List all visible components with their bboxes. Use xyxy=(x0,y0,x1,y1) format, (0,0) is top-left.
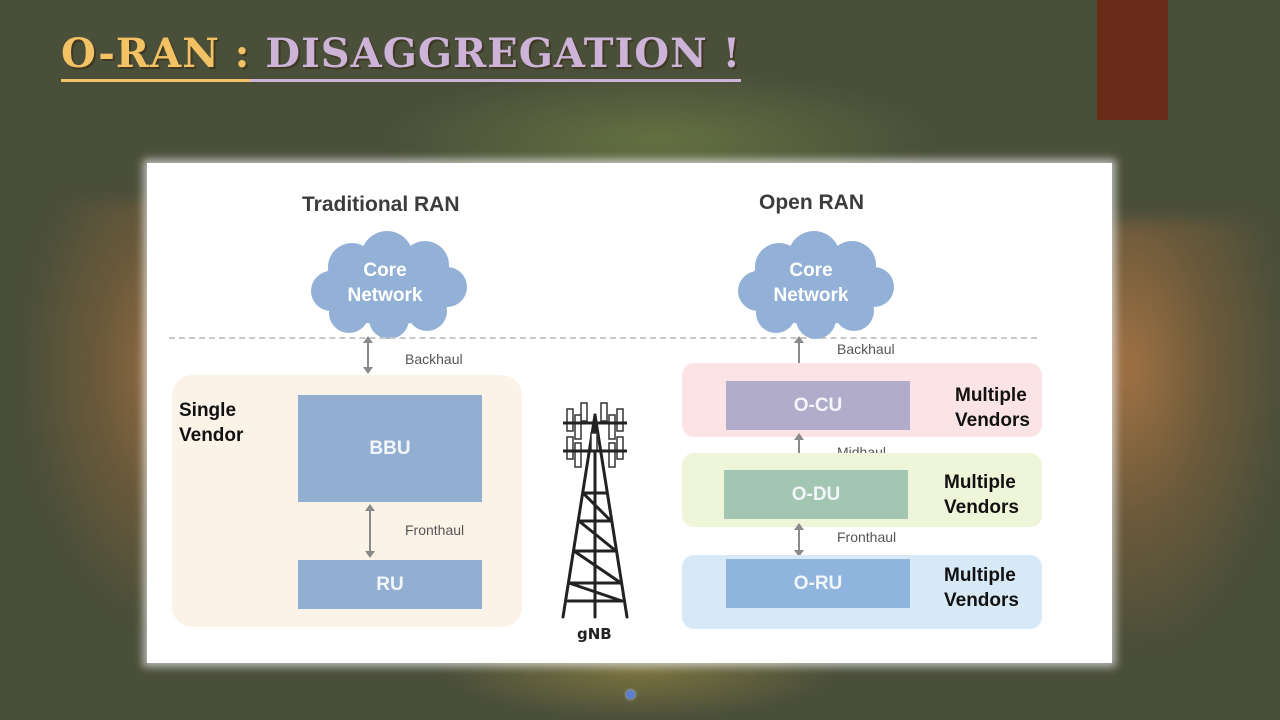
single-vendor-line2: Vendor xyxy=(179,425,244,446)
fronthaul-label: Fronthaul xyxy=(405,522,465,538)
o-cu-vendor-label: Multiple Vendors xyxy=(955,383,1030,433)
core-network-line1: Core xyxy=(363,260,407,281)
core-network-label: Core Network xyxy=(305,258,465,308)
vendor-line1: Multiple xyxy=(944,565,1016,586)
title-part-disaggregation: DISAGGREGATION ! xyxy=(250,30,742,82)
o-ru-block: O-RU xyxy=(726,559,910,608)
core-network-cloud-icon xyxy=(311,231,467,339)
fronthaul-label: Fronthaul xyxy=(837,529,897,545)
backhaul-label: Backhaul xyxy=(405,351,463,367)
single-vendor-label: Single Vendor xyxy=(179,398,243,448)
title-part-oran: O-RAN : xyxy=(61,30,251,82)
open-ran-heading: Open RAN xyxy=(759,191,864,214)
vendor-line1: Multiple xyxy=(955,385,1027,406)
vendor-line1: Multiple xyxy=(944,472,1016,493)
core-network-label: Core Network xyxy=(731,258,891,308)
mouse-cursor-icon xyxy=(626,690,635,699)
diagram-panel: Traditional RAN Core Network Backhaul Si… xyxy=(147,163,1112,663)
traditional-ran-heading: Traditional RAN xyxy=(302,193,460,216)
bbu-block: BBU xyxy=(298,395,482,502)
core-network-cloud-icon xyxy=(738,231,894,339)
backhaul-arrow-icon xyxy=(363,336,373,374)
core-network-line2: Network xyxy=(347,285,423,306)
backhaul-label: Backhaul xyxy=(837,341,895,357)
o-du-block: O-DU xyxy=(724,470,908,519)
vendor-line2: Vendors xyxy=(944,590,1019,611)
cell-tower-icon xyxy=(561,402,629,619)
network-boundary-dashed-line xyxy=(169,337,1037,339)
o-du-vendor-label: Multiple Vendors xyxy=(944,470,1019,520)
vendor-line2: Vendors xyxy=(955,410,1030,431)
single-vendor-line1: Single xyxy=(179,400,237,421)
fronthaul-arrow-icon xyxy=(794,523,804,557)
fronthaul-arrow-icon xyxy=(365,504,375,558)
vendor-line2: Vendors xyxy=(944,497,1019,518)
o-cu-block: O-CU xyxy=(726,381,910,430)
gnb-label: gNB xyxy=(577,625,612,643)
core-network-line1: Core xyxy=(789,260,833,281)
slide-title: O-RAN : DISAGGREGATION ! xyxy=(61,30,742,90)
ru-block: RU xyxy=(298,560,482,609)
core-network-line2: Network xyxy=(773,285,849,306)
accent-bar xyxy=(1097,0,1168,120)
o-ru-vendor-label: Multiple Vendors xyxy=(944,563,1019,613)
